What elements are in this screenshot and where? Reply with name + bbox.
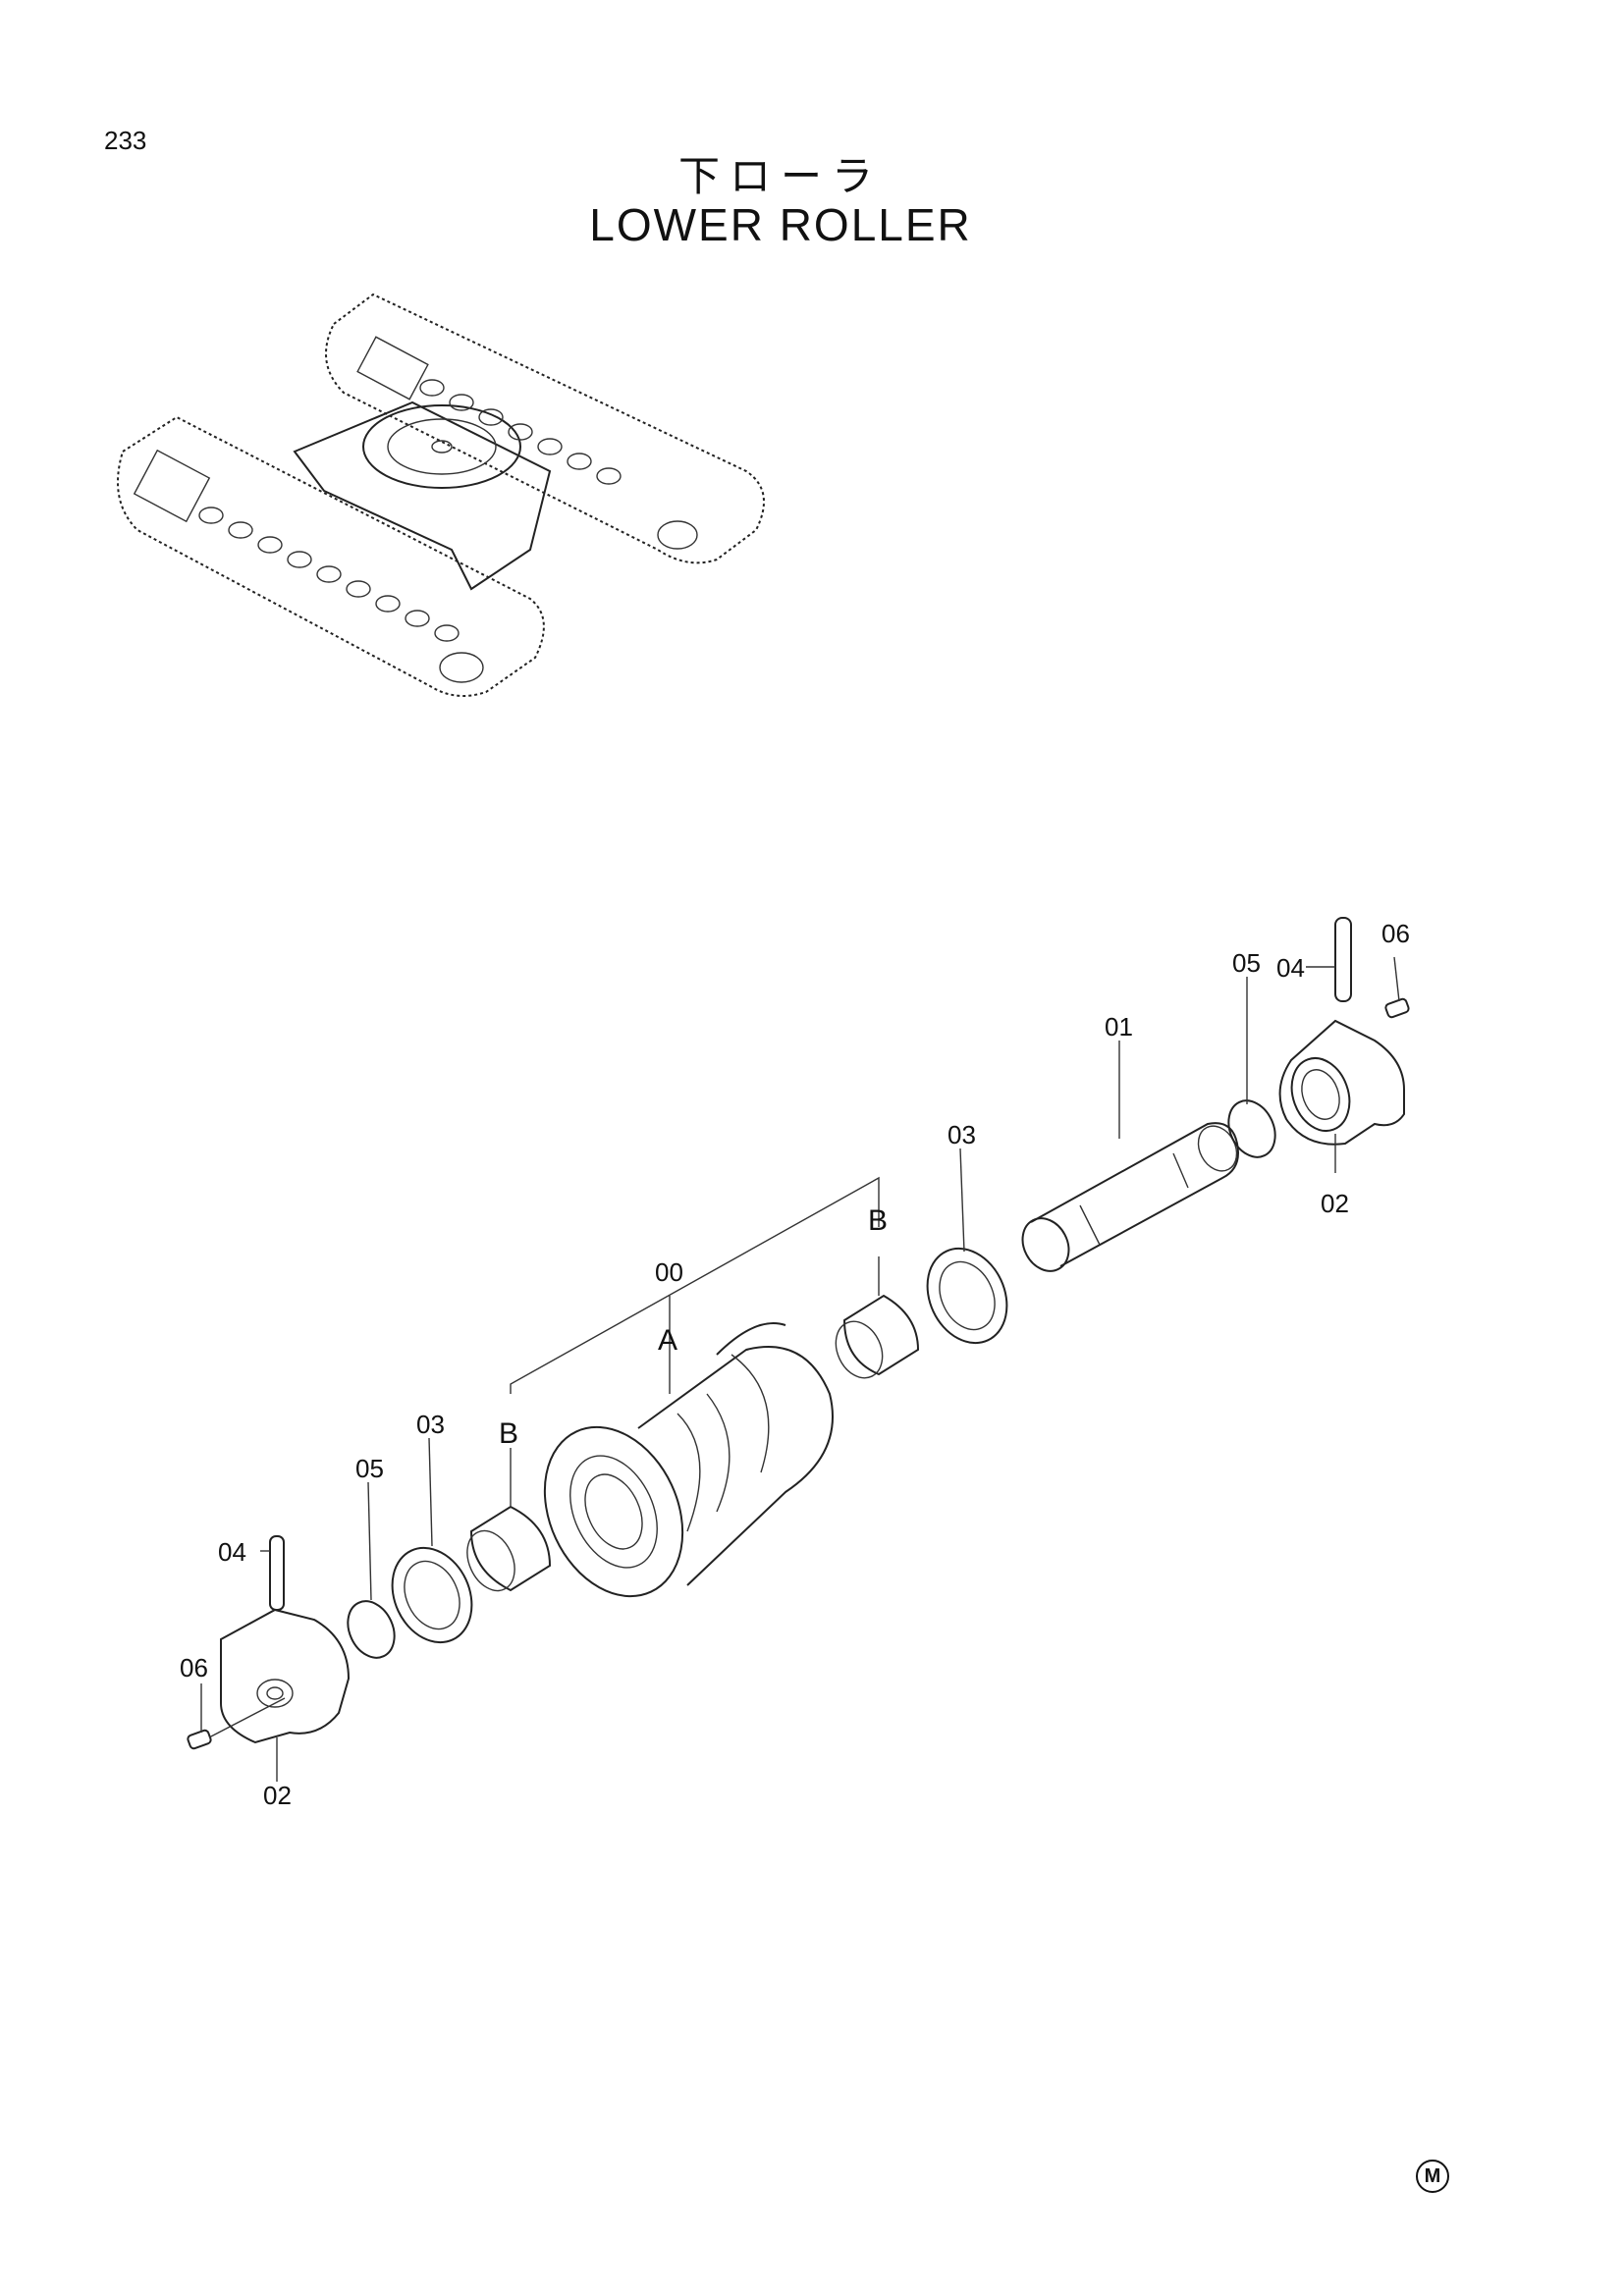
callout-02-left: 02 — [263, 1781, 292, 1810]
title-japanese: 下ローラ — [677, 152, 883, 200]
bushing-right — [835, 1294, 920, 1379]
callout-00: 00 — [655, 1257, 683, 1287]
undercarriage-overview — [117, 293, 765, 697]
seal-right — [926, 1247, 1008, 1345]
callout-06-left: 06 — [180, 1653, 208, 1682]
callout-02-right: 02 — [1321, 1189, 1349, 1218]
callout-03-right: 03 — [947, 1120, 976, 1149]
plug-right — [1384, 997, 1410, 1019]
callout-05-right: 05 — [1232, 948, 1261, 978]
seal-left — [391, 1546, 473, 1644]
o-ring-left — [347, 1600, 396, 1659]
pin-left — [269, 1535, 285, 1611]
callout-b-left: B — [499, 1417, 518, 1450]
callout-03-left: 03 — [416, 1410, 445, 1439]
page-number: 233 — [104, 126, 147, 155]
callout-b-right: B — [868, 1204, 888, 1237]
callout-01: 01 — [1105, 1012, 1133, 1041]
manufacturer-mark: M — [1416, 2160, 1449, 2193]
callout-06-right: 06 — [1381, 919, 1410, 948]
page-title: LOWER ROLLER — [589, 199, 972, 250]
callout-a: A — [658, 1324, 677, 1357]
leader-lines — [200, 956, 1400, 1782]
shaft — [1021, 1122, 1239, 1272]
plug-left — [187, 1729, 212, 1750]
roller-body — [543, 1322, 834, 1598]
bushing-left — [466, 1505, 552, 1592]
callout-04-right: 04 — [1276, 953, 1305, 983]
collar-right — [1278, 1019, 1405, 1146]
o-ring-right — [1227, 1099, 1276, 1158]
collar-left — [220, 1608, 351, 1744]
callout-04-left: 04 — [218, 1537, 246, 1567]
callout-05-left: 05 — [355, 1454, 384, 1483]
pin-right — [1334, 917, 1352, 1002]
